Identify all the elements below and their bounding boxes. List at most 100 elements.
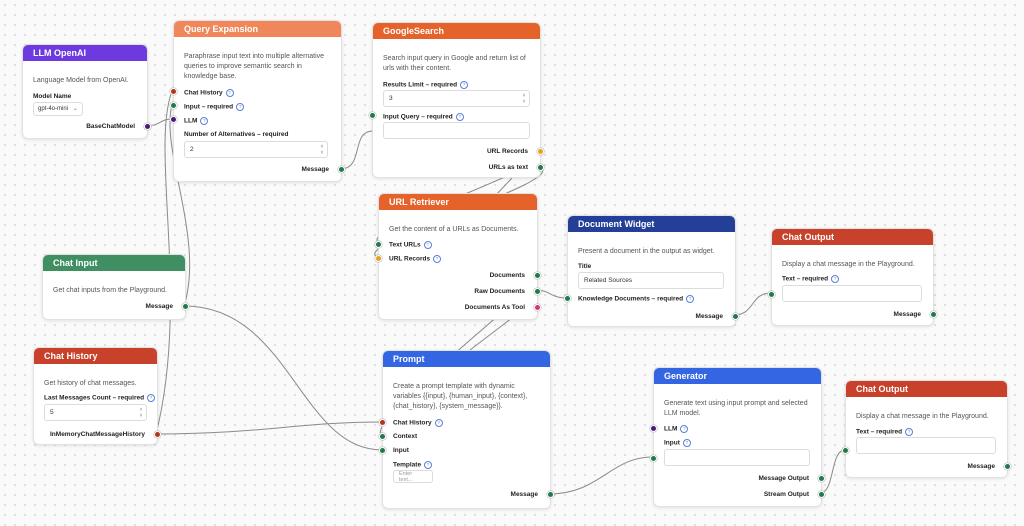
node-description: Generate text using input prompt and sel… (664, 400, 808, 417)
node-description: Present a document in the output as widg… (578, 248, 715, 255)
node-description: Get chat inputs from the Playground. (53, 287, 168, 294)
url-records-input: URL Records? (389, 255, 442, 263)
template-field[interactable]: Enter text... (393, 470, 433, 483)
documents-port[interactable] (534, 272, 541, 279)
results-limit-field[interactable]: 3 ˄˅ (383, 90, 530, 107)
info-icon: ? (423, 241, 432, 249)
output-label: InMemoryChatMessageHistory (50, 431, 145, 438)
text-label: Text – required? (856, 428, 914, 436)
node-generator[interactable]: Generator Generate text using input prom… (650, 367, 825, 507)
node-description: Search input query in Google and return … (383, 55, 526, 72)
node-title: Chat Output (772, 229, 933, 245)
title-label: Title (578, 263, 592, 270)
url-records-port[interactable] (375, 255, 382, 262)
input-query-field[interactable] (383, 122, 530, 139)
stream-output: Stream Output (763, 491, 809, 498)
info-icon: ? (831, 275, 840, 283)
input-query-label: Input Query – required? (383, 113, 464, 121)
info-icon: ? (236, 103, 245, 111)
node-title: Prompt (383, 351, 550, 367)
node-prompt[interactable]: Prompt Create a prompt template with dyn… (379, 350, 554, 509)
message-output-port[interactable] (818, 475, 825, 482)
results-limit-label: Results Limit – required? (383, 81, 469, 89)
url-records-port[interactable] (537, 148, 544, 155)
alternatives-value: 2 (190, 146, 194, 153)
output-port[interactable] (144, 123, 151, 130)
info-icon: ? (682, 439, 691, 447)
node-llm-openai[interactable]: LLM OpenAI Language Model from OpenAI. M… (22, 44, 151, 139)
message-output: Message Output (758, 475, 809, 482)
last-messages-count-value: 5 (50, 409, 54, 416)
model-name-label: Model Name (33, 93, 72, 100)
node-chat-output[interactable]: Chat Output Display a chat message in th… (842, 380, 1011, 478)
output-port[interactable] (182, 303, 189, 310)
documents-as-tool-port[interactable] (534, 304, 541, 311)
output-port[interactable] (1004, 463, 1011, 470)
results-limit-value: 3 (389, 95, 393, 102)
text-field[interactable] (782, 285, 922, 302)
title-field[interactable]: Related Sources (578, 272, 724, 289)
context-port[interactable] (379, 433, 386, 440)
edge-chathistory-to-prompt (155, 421, 383, 435)
stream-output-port[interactable] (818, 491, 825, 498)
output-label: BaseChatModel (86, 123, 135, 130)
last-messages-count-label: Last Messages Count – required? (44, 394, 156, 402)
output-label: Message (145, 303, 173, 310)
llm-input: LLM? (664, 425, 689, 433)
raw-documents-port[interactable] (534, 288, 541, 295)
node-description: Get the content of a URLs as Documents. (389, 226, 519, 233)
node-title: Generator (654, 368, 821, 384)
llm-input: LLM? (184, 117, 209, 125)
node-query-expansion[interactable]: Query Expansion Paraphrase input text in… (170, 20, 345, 182)
documents-output: Documents (489, 272, 525, 279)
output-port[interactable] (154, 431, 161, 438)
input-query-port[interactable] (369, 112, 376, 119)
input-field[interactable] (664, 449, 810, 466)
text-port[interactable] (768, 291, 775, 298)
info-icon: ? (147, 394, 156, 402)
node-title: Chat History (34, 348, 157, 364)
alternatives-field[interactable]: 2 ˄˅ (184, 141, 328, 158)
info-icon: ? (434, 419, 443, 427)
stepper-icon[interactable]: ˄˅ (139, 407, 143, 419)
output-port[interactable] (930, 311, 937, 318)
llm-port[interactable] (170, 116, 177, 123)
node-description: Create a prompt template with dynamic va… (393, 383, 528, 410)
input-port[interactable] (170, 102, 177, 109)
node-title: GoogleSearch (373, 23, 540, 39)
knowledge-documents-port[interactable] (564, 295, 571, 302)
output-port[interactable] (338, 166, 345, 173)
node-chat-output[interactable]: Chat Output Display a chat message in th… (768, 228, 937, 326)
stepper-icon[interactable]: ˄˅ (522, 93, 526, 105)
llm-port[interactable] (650, 425, 657, 432)
input-port[interactable] (379, 447, 386, 454)
info-icon: ? (905, 428, 914, 436)
edge-chatinput-to-prompt (183, 305, 383, 451)
documents-as-tool-output: Documents As Tool (464, 304, 525, 311)
text-urls-port[interactable] (375, 241, 382, 248)
node-description: Display a chat message in the Playground… (782, 261, 915, 268)
output-port[interactable] (547, 491, 554, 498)
model-select[interactable]: gpt-4o-mini ⌄ (33, 102, 83, 116)
edge-query-to-google (339, 130, 374, 170)
chat-history-port[interactable] (379, 419, 386, 426)
urls-as-text-port[interactable] (537, 164, 544, 171)
knowledge-documents-input: Knowledge Documents – required? (578, 295, 695, 303)
input-port[interactable] (650, 455, 657, 462)
output-port[interactable] (732, 313, 739, 320)
info-icon: ? (433, 255, 442, 263)
node-url-retriever[interactable]: URL Retriever Get the content of a URLs … (375, 193, 541, 320)
raw-documents-output: Raw Documents (474, 288, 525, 295)
node-google-search[interactable]: GoogleSearch Search input query in Googl… (369, 22, 544, 178)
node-title: Chat Output (846, 381, 1007, 397)
chat-history-port[interactable] (170, 88, 177, 95)
node-chat-history[interactable]: Chat History Get history of chat message… (33, 347, 161, 445)
last-messages-count-field[interactable]: 5 ˄˅ (44, 404, 147, 421)
stepper-icon[interactable]: ˄˅ (320, 144, 324, 156)
edge-generator-to-output (819, 449, 846, 494)
node-description: Paraphrase input text into multiple alte… (184, 53, 325, 80)
node-chat-input[interactable]: Chat Input Get chat inputs from the Play… (42, 254, 189, 320)
node-document-widget[interactable]: Document Widget Present a document in th… (564, 215, 739, 327)
text-port[interactable] (842, 447, 849, 454)
text-field[interactable] (856, 437, 996, 454)
